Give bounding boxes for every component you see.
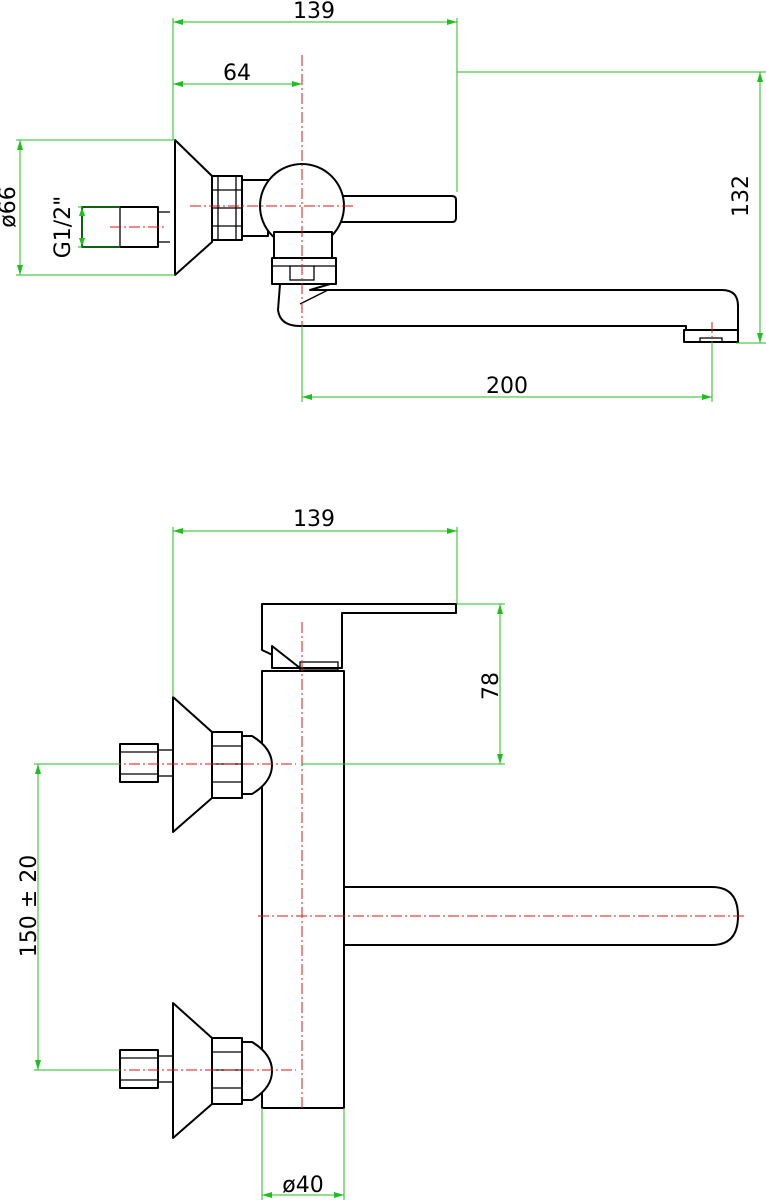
front-dim-78-label: 78 — [479, 672, 504, 700]
side-dim-139-label: 139 — [293, 0, 335, 24]
front-view: 139 78 150 ± 20 ø40 — [17, 507, 746, 1200]
side-dim-flange-diameter-label: ø66 — [0, 186, 21, 227]
side-view-labels: 139 64 132 200 ø66 G1/2" — [0, 0, 754, 399]
side-dim-200-label: 200 — [486, 374, 528, 399]
side-view-dimensions — [16, 18, 766, 402]
front-dim-body-diameter-label: ø40 — [282, 1173, 323, 1198]
front-view-dimensions — [34, 527, 505, 1200]
front-view-labels: 139 78 150 ± 20 ø40 — [17, 507, 504, 1198]
side-dim-132-label: 132 — [729, 175, 754, 217]
front-dim-139-label: 139 — [293, 507, 335, 532]
front-view-outline — [119, 603, 739, 1139]
side-dim-64-label: 64 — [223, 61, 251, 86]
side-view: 139 64 132 200 ø66 G1/2" — [0, 0, 766, 402]
front-dim-inlet-spacing-label: 150 ± 20 — [17, 855, 42, 957]
side-view-outline — [81, 139, 739, 343]
side-dim-thread-label: G1/2" — [51, 196, 76, 259]
front-view-centerlines — [110, 622, 746, 1110]
